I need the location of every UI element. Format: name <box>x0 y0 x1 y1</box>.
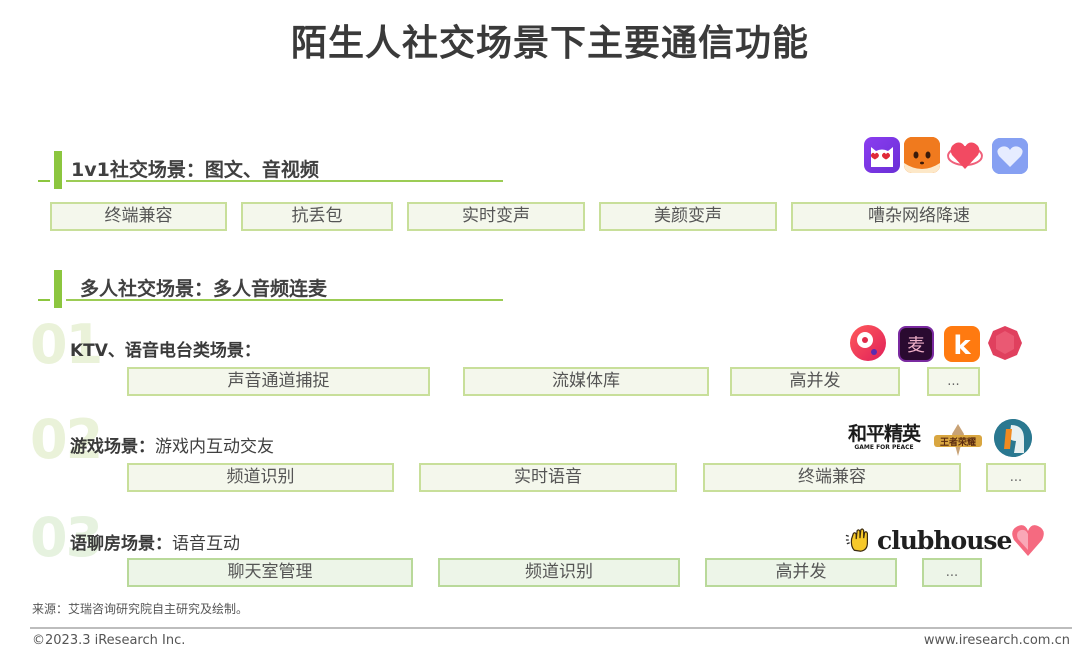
more-box: ... <box>922 558 982 587</box>
honor-of-kings-text: 王者荣耀 <box>940 436 976 448</box>
row-label-rest: 游戏内互动交友 <box>155 437 274 457</box>
honor-of-kings-logo: 王者荣耀 <box>932 424 984 456</box>
clubhouse-wordmark: clubhouse <box>877 526 1012 555</box>
footer-divider <box>30 627 1072 629</box>
section-multi-heading: 多人社交场景：多人音频连麦 <box>38 270 503 310</box>
k-glyph: k <box>953 331 971 361</box>
row-label-voice-room: 语聊房场景：语音互动 <box>70 529 240 554</box>
more-box: ... <box>927 367 980 396</box>
section-1v1-title: 1v1社交场景：图文、音视频 <box>71 159 319 181</box>
feature-box: 嘈杂网络降速 <box>791 202 1047 231</box>
section-1v1-heading: 1v1社交场景：图文、音视频 <box>38 151 503 191</box>
feature-box: 高并发 <box>730 367 900 396</box>
game-avatar-app-icon <box>994 419 1032 457</box>
feature-box: 实时变声 <box>407 202 585 231</box>
feature-box: 终端兼容 <box>50 202 227 231</box>
pink-heart-voice-app-icon <box>1010 520 1046 558</box>
red-gem-app-icon <box>987 325 1023 361</box>
heading-tick <box>38 299 50 301</box>
peace-elite-cn: 和平精英 <box>847 423 921 445</box>
heading-underline <box>66 180 503 182</box>
cat-hearts-app-icon <box>864 137 900 173</box>
page-title: 陌生人社交场景下主要通信功能 <box>290 23 809 64</box>
section-multi-title: 多人社交场景：多人音频连麦 <box>80 278 328 300</box>
peace-elite-logo: 和平精英 GAME FOR PEACE <box>843 424 925 458</box>
row-label-rest: 语音互动 <box>172 534 240 554</box>
feature-box: 流媒体库 <box>463 367 709 396</box>
copyright: ©2023.3 iResearch Inc. <box>32 633 186 648</box>
heading-tick <box>38 180 50 182</box>
feature-box: 声音通道捕捉 <box>127 367 430 396</box>
row-number-02: 02 <box>30 408 103 471</box>
fox-app-icon <box>904 137 940 173</box>
row-number-01: 01 <box>30 313 103 376</box>
feature-box: 频道识别 <box>438 558 680 587</box>
feature-box: 终端兼容 <box>703 463 961 492</box>
heading-accent-bar <box>54 151 62 189</box>
clubhouse-logo: clubhouse <box>845 525 1012 557</box>
row-label-ktv: KTV、语音电台类场景： <box>70 336 261 361</box>
row-label-bold: KTV、语音电台类场景： <box>70 341 261 361</box>
feature-box: 抗丢包 <box>241 202 393 231</box>
pink-heart-app-icon <box>947 137 983 173</box>
website-link[interactable]: www.iresearch.com.cn <box>923 633 1070 648</box>
waving-hand-icon <box>845 528 869 552</box>
row-number-03: 03 <box>30 506 103 569</box>
row-label-bold: 游戏场景： <box>70 437 155 457</box>
feature-box: 高并发 <box>705 558 897 587</box>
heading-underline <box>66 299 503 301</box>
feature-box: 聊天室管理 <box>127 558 413 587</box>
mai-app-icon: 麦 <box>898 326 934 362</box>
heading-accent-bar <box>54 270 62 308</box>
row-label-bold: 语聊房场景： <box>70 534 172 554</box>
row-label-game: 游戏场景：游戏内互动交友 <box>70 432 274 457</box>
source-note: 来源：艾瑞咨询研究院自主研究及绘制。 <box>32 602 249 616</box>
red-bird-app-icon <box>850 325 886 361</box>
peace-elite-en: GAME FOR PEACE <box>854 444 914 451</box>
blue-heart-app-icon <box>992 138 1028 174</box>
k-song-app-icon: k <box>944 326 980 362</box>
mai-glyph: 麦 <box>907 335 925 356</box>
feature-box: 实时语音 <box>419 463 677 492</box>
feature-box: 频道识别 <box>127 463 394 492</box>
feature-box: 美颜变声 <box>599 202 777 231</box>
more-box: ... <box>986 463 1046 492</box>
